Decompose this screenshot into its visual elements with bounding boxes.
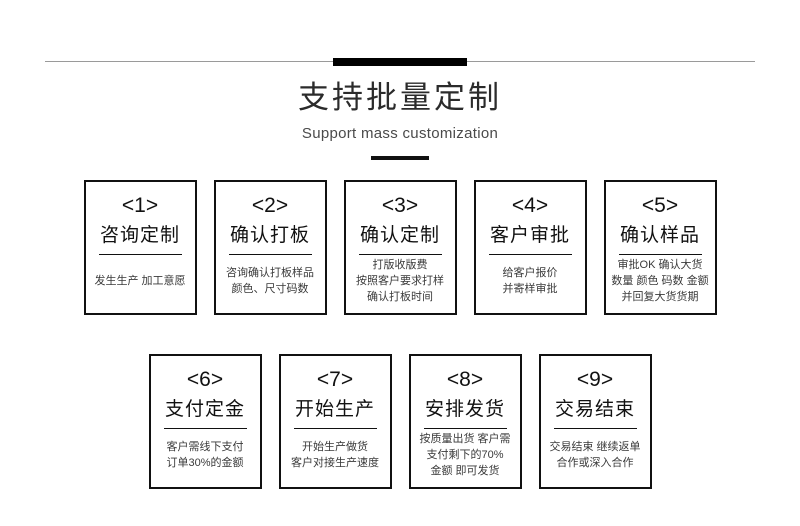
step-description: 给客户报价并寄样审批 [476,255,584,313]
step-card: <4> 客户审批给客户报价并寄样审批 [473,179,587,315]
step-description-line: 开始生产做货 [302,440,368,453]
step-divider [293,427,377,429]
step-description-line: 客户对接生产速度 [291,456,379,469]
step-description-line: 颜色、尺寸码数 [231,282,309,295]
step-description-line: 发生生产 加工意愿 [94,274,186,287]
step-divider [163,427,247,429]
step-description: 审批OK 确认大货数量 颜色 码数 金额并回复大货货期 [606,255,714,313]
step-card: <7> 开始生产开始生产做货客户对接生产速度 [278,353,392,489]
step-description-line: 合作或深入合作 [556,456,634,469]
step-number: <5> [641,193,679,217]
step-divider [228,253,312,255]
page-title: 支持批量定制 [298,80,502,115]
step-number: <9> [576,367,614,391]
page-header: 支持批量定制 Support mass customization [0,0,800,160]
step-description: 客户需线下支付订单30%的金额 [151,429,259,487]
step-number: <6> [186,367,224,391]
header-rule [45,58,755,66]
step-title: 咨询定制 [99,224,180,246]
step-description-line: 并寄样审批 [502,282,558,295]
step-description-line: 支付剩下的70% [426,448,504,461]
step-title: 开始生产 [294,398,375,420]
step-description-line: 按照客户要求打样 [356,274,444,287]
steps-row-1: <1> 咨询定制发生生产 加工意愿 <2> 确认打板咨询确认打板样品颜色、尺寸码数 <3… [0,179,800,315]
steps-row-2: <6> 支付定金客户需线下支付订单30%的金额 <7> 开始生产开始生产做货客户对接生… [0,353,800,489]
step-description-line: 确认打板时间 [367,290,433,303]
step-description: 咨询确认打板样品颜色、尺寸码数 [216,255,324,313]
step-card: <6> 支付定金客户需线下支付订单30%的金额 [148,353,262,489]
step-description-line: 交易结束 继续返单 [549,440,641,453]
step-divider [488,253,572,255]
step-divider [553,427,637,429]
step-description: 打版收版费按照客户要求打样确认打板时间 [346,255,454,313]
step-description-line: 给客户报价 [502,266,558,279]
step-title: 确认定制 [359,224,440,246]
subtitle-underline [371,155,429,160]
step-title: 确认打板 [229,224,310,246]
step-description: 发生生产 加工意愿 [86,255,194,313]
steps-container: <1> 咨询定制发生生产 加工意愿 <2> 确认打板咨询确认打板样品颜色、尺寸码数 <3… [0,179,800,489]
step-title: 支付定金 [164,398,245,420]
step-number: <3> [381,193,419,217]
step-description-line: 并回复大货货期 [621,290,699,303]
step-card: <5> 确认样品审批OK 确认大货数量 颜色 码数 金额并回复大货货期 [603,179,717,315]
step-number: <1> [121,193,159,217]
step-description-line: 按质量出货 客户需 [419,432,511,445]
step-title: 客户审批 [489,224,570,246]
step-card: <2> 确认打板咨询确认打板样品颜色、尺寸码数 [213,179,327,315]
step-description-line: 金额 即可发货 [430,464,500,477]
step-card: <1> 咨询定制发生生产 加工意愿 [83,179,197,315]
step-number: <4> [511,193,549,217]
step-card: <9> 交易结束交易结束 继续返单合作或深入合作 [538,353,652,489]
step-title: 安排发货 [424,398,505,420]
step-description-line: 打版收版费 [372,258,428,271]
step-description-line: 数量 颜色 码数 金额 [611,274,709,287]
step-title: 确认样品 [619,224,700,246]
step-divider [618,253,702,255]
step-description: 按质量出货 客户需支付剩下的70% 金额 即可发货 [411,429,519,487]
step-description-line: 审批OK 确认大货 [617,258,703,271]
step-description: 交易结束 继续返单合作或深入合作 [541,429,649,487]
page-subtitle: Support mass customization [301,124,499,142]
step-number: <8> [446,367,484,391]
step-title: 交易结束 [554,398,635,420]
step-number: <7> [316,367,354,391]
step-divider [423,427,507,429]
step-divider [358,253,442,255]
step-card: <8> 安排发货按质量出货 客户需支付剩下的70% 金额 即可发货 [408,353,522,489]
step-description: 开始生产做货客户对接生产速度 [281,429,389,487]
step-divider [98,253,182,255]
step-description-line: 订单30%的金额 [166,456,244,469]
step-description-line: 客户需线下支付 [166,440,244,453]
step-number: <2> [251,193,289,217]
step-card: <3> 确认定制打版收版费按照客户要求打样确认打板时间 [343,179,457,315]
step-description-line: 咨询确认打板样品 [226,266,314,279]
header-rule-block [333,58,467,66]
